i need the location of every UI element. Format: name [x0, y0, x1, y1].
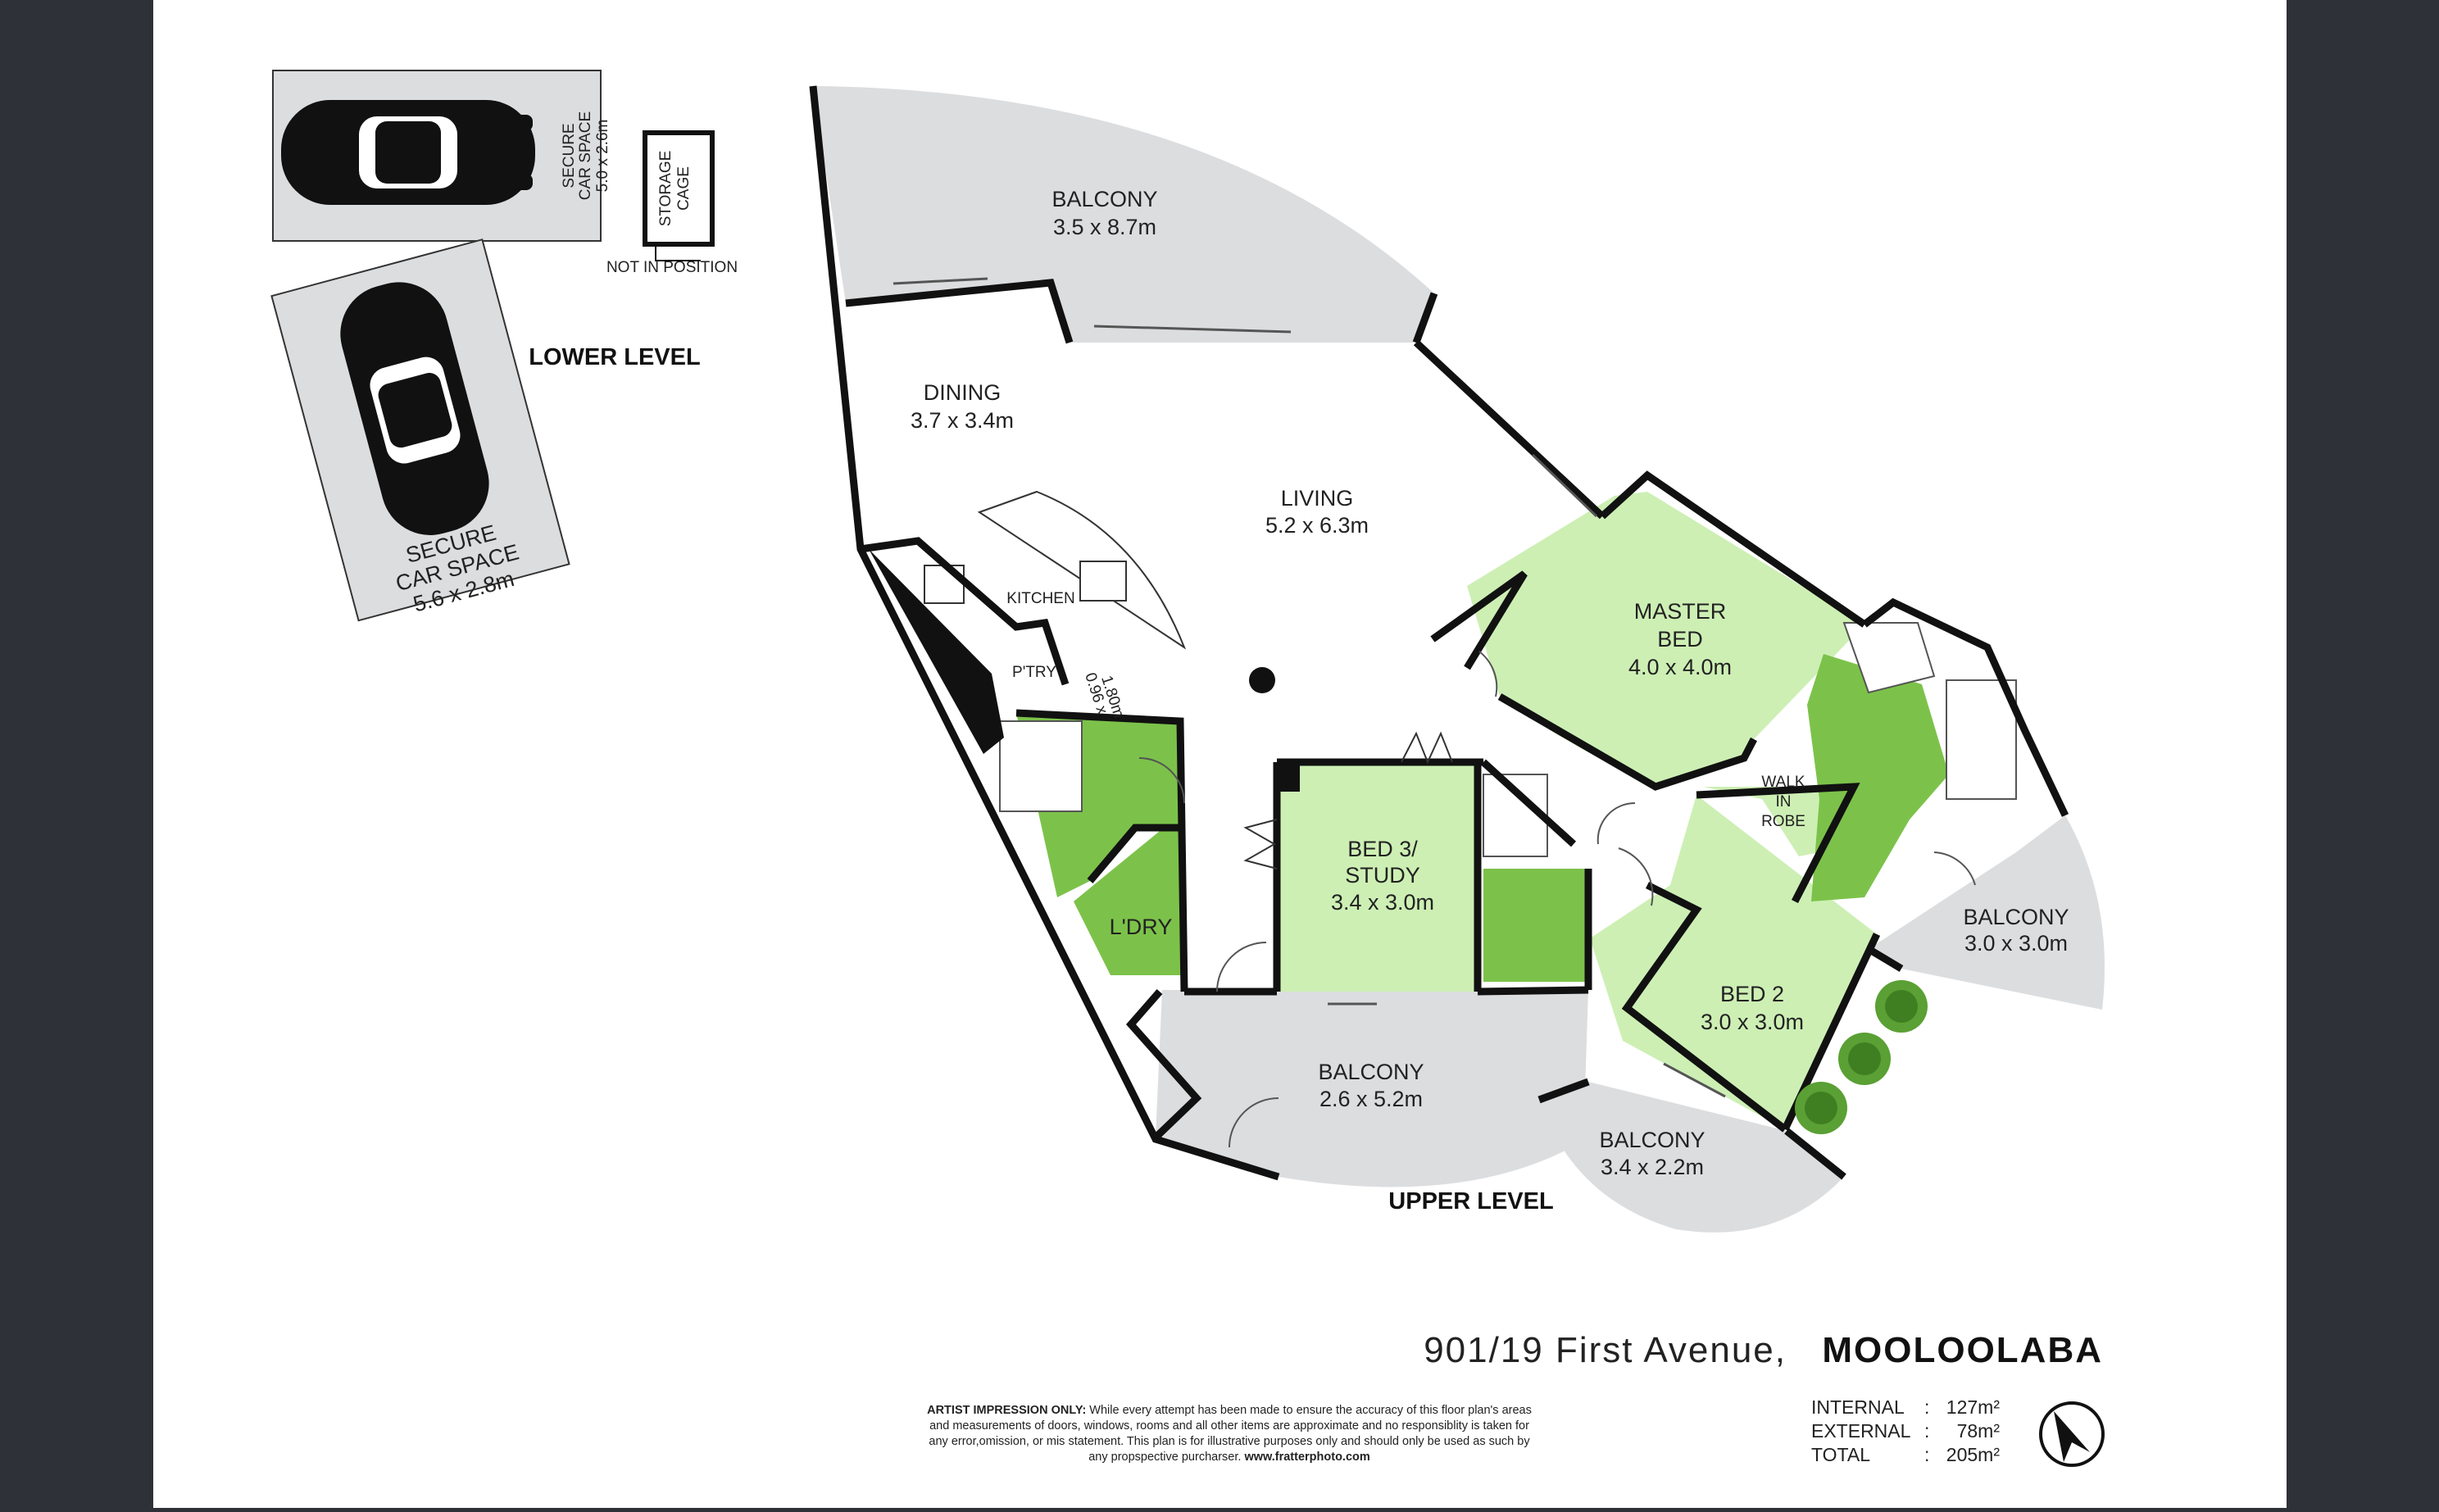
column: [1249, 667, 1275, 693]
dining-dims: 3.7 x 3.4m: [911, 408, 1014, 433]
disclaimer-bold: ARTIST IMPRESSION ONLY:: [927, 1404, 1086, 1417]
laundry-area: [1074, 828, 1184, 975]
dining-name: DINING: [924, 380, 1001, 405]
bed3-dims: 3.4 x 3.0m: [1331, 890, 1434, 915]
area-label-total: TOTAL: [1811, 1444, 1870, 1465]
footer: 901/19 First Avenue, MOOLOOLABA ARTIST I…: [927, 1330, 2105, 1467]
kitchen-label: KITCHEN: [1006, 590, 1074, 607]
car-space-1-line2: CAR SPACE: [577, 111, 594, 200]
upper-level: BALCONY 3.5 x 8.7m DINING 3.7 x 3.4m LIV…: [809, 85, 2105, 1233]
balcony-right-bottom-dims: 3.4 x 2.2m: [1601, 1155, 1704, 1179]
balcony-mid-dims: 2.6 x 5.2m: [1319, 1087, 1423, 1111]
bed3-area: [1277, 762, 1478, 992]
wir-line2: IN: [1776, 793, 1792, 810]
plant-icon: [1795, 980, 1928, 1134]
car-icon: [281, 100, 535, 205]
bifold-door: [1401, 731, 1453, 765]
door-icon: [655, 244, 701, 261]
living-dims: 5.2 x 6.3m: [1265, 513, 1369, 538]
balcony-right: [1869, 815, 2105, 1010]
shower-1: [999, 720, 1083, 812]
laundry-label: L'DRY: [1110, 915, 1173, 939]
area-label-internal: INTERNAL: [1811, 1396, 1905, 1418]
master-bed-area: [1467, 492, 1864, 787]
area-sep-internal: :: [1924, 1396, 1929, 1418]
walk-in-robe-area: [1703, 787, 1854, 856]
master-bed-line2: BED: [1657, 627, 1703, 652]
disclaimer-line3: any error,omission, or mis statement. Th…: [929, 1435, 1530, 1448]
disclaimer-line1: ARTIST IMPRESSION ONLY: While every atte…: [927, 1404, 1532, 1417]
area-value-total: 205m²: [1946, 1444, 2001, 1465]
area-value-internal: 127m²: [1946, 1396, 2001, 1418]
area-table: INTERNAL : 127m² EXTERNAL : 78m² TOTAL :…: [1811, 1396, 2000, 1465]
shower-3: [1842, 622, 1936, 694]
bed2-dims: 3.0 x 3.0m: [1701, 1010, 1804, 1034]
bathroom-2: [1483, 869, 1588, 982]
wir-line1: WALK: [1761, 774, 1805, 791]
area-sep-total: :: [1924, 1444, 1929, 1465]
disclaimer-url: www.fratterphoto.com: [1243, 1451, 1369, 1464]
disclaimer-text4: any propspective purcharser.: [1088, 1451, 1244, 1464]
pantry-label: P'TRY: [1012, 664, 1056, 681]
storage-line2: CAGE: [675, 166, 693, 211]
storage-cage: [643, 130, 715, 247]
bed2-area: [1590, 795, 1877, 1129]
balcony-mid-name: BALCONY: [1318, 1060, 1424, 1084]
disclaimer-line4: any propspective purcharser. www.fratter…: [1088, 1451, 1370, 1464]
disclaimer-line2: and measurements of doors, windows, room…: [929, 1419, 1529, 1433]
balcony-top-name: BALCONY: [1051, 187, 1157, 211]
car-space-1-dims: 5.0 x 2.6m: [594, 120, 611, 193]
sliding-doors: [892, 277, 1726, 1098]
balcony-right-dims: 3.0 x 3.0m: [1964, 931, 2068, 956]
bed3-line1: BED 3/: [1347, 837, 1418, 861]
bifold-door: [1243, 819, 1278, 870]
wir-line3: ROBE: [1761, 813, 1805, 830]
service-wedge: [869, 549, 1004, 754]
car-icon: [340, 282, 489, 535]
upper-level-label: UPPER LEVEL: [1388, 1188, 1553, 1215]
balcony-right-name: BALCONY: [1963, 905, 2069, 929]
shower-4: [1946, 679, 2017, 800]
address-suburb: MOOLOOLABA: [1822, 1330, 2103, 1370]
area-label-external: EXTERNAL: [1811, 1420, 1911, 1442]
lower-level: SECURE CAR SPACE 5.0 x 2.6m SECURE CAR S…: [270, 70, 738, 622]
living-name: LIVING: [1281, 486, 1354, 511]
address-street: 901/19 First Avenue,: [1424, 1330, 1787, 1370]
bed3-line2: STUDY: [1345, 863, 1420, 888]
compass-icon: [2039, 1401, 2105, 1467]
balcony-bottom-right: [1539, 1082, 1844, 1233]
balcony-top-dims: 3.5 x 8.7m: [1053, 215, 1156, 239]
disclaimer-text1: While every attempt has been made to ens…: [1086, 1404, 1532, 1417]
ensuite: [1807, 654, 1949, 901]
master-bed-dims: 4.0 x 4.0m: [1628, 655, 1732, 679]
door-icon: [1138, 651, 1976, 1148]
area-sep-external: :: [1924, 1420, 1929, 1442]
master-bed-line1: MASTER: [1634, 599, 1727, 624]
car-space-2: SECURE CAR SPACE 5.6 x 2.8m: [270, 238, 570, 622]
lower-level-label: LOWER LEVEL: [529, 344, 700, 370]
storage-note: NOT IN POSITION: [606, 259, 738, 276]
area-value-external: 78m²: [1957, 1420, 2001, 1442]
sink-icon: [1079, 561, 1127, 602]
balcony-right-bottom-name: BALCONY: [1599, 1128, 1705, 1152]
pillar: [1275, 762, 1300, 792]
storage-line1: STORAGE: [657, 151, 674, 227]
bed2-name: BED 2: [1720, 982, 1784, 1006]
balcony-bottom-mid: [1156, 990, 1588, 1187]
car-space-1-line1: SECURE: [561, 123, 578, 188]
